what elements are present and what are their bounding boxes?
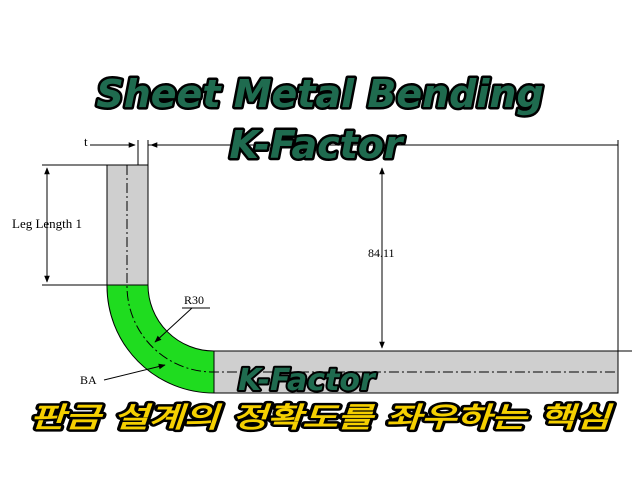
label-ba: BA xyxy=(80,373,97,387)
label-t: t xyxy=(84,134,88,149)
neutral-axis-line xyxy=(126,165,618,373)
ba-leader-line xyxy=(103,363,166,381)
label-leg-length: Leg Length 1 xyxy=(12,216,82,231)
radius-leader-line xyxy=(154,307,193,343)
title-line-2: K-Factor xyxy=(229,123,405,167)
overlay-kfactor: K-Factor xyxy=(238,363,377,398)
subtitle-korean: 판금 설계의 정확도를 좌우하는 핵심 xyxy=(30,401,614,434)
label-dimension-84: 84.11 xyxy=(368,246,395,260)
label-radius: R30 xyxy=(184,293,204,307)
title-line-1: Sheet Metal Bending xyxy=(96,72,543,116)
